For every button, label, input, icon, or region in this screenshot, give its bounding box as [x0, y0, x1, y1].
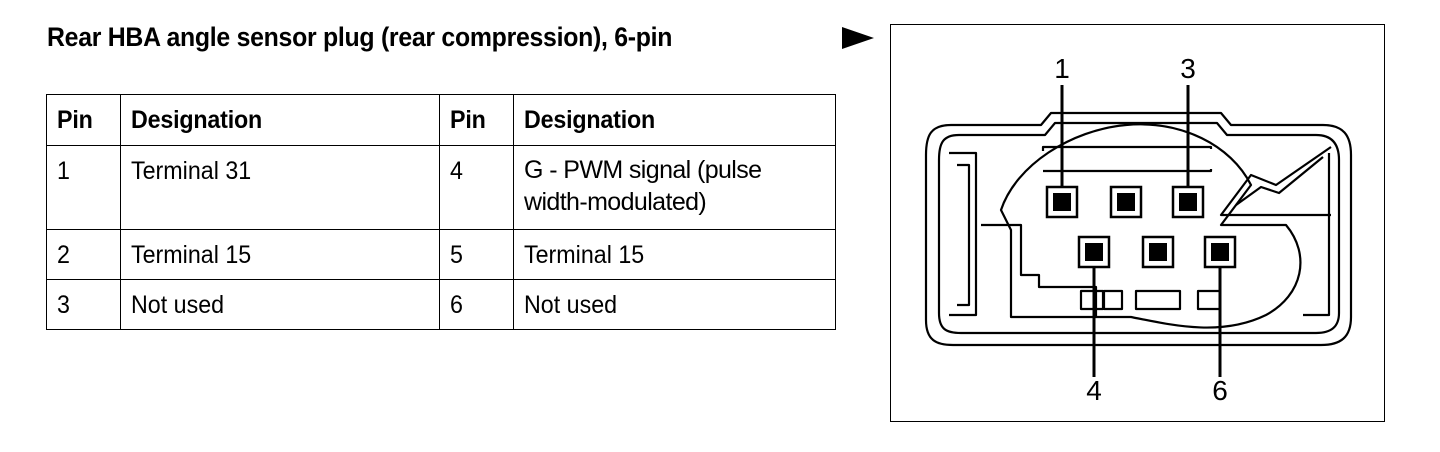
top-slot [1041, 145, 1213, 173]
housing-outline [924, 111, 1353, 347]
pin-5-contact [1141, 235, 1175, 269]
insert-body [999, 123, 1302, 329]
bottom-slot-right [1196, 289, 1222, 311]
header-pin-2: Pin [439, 94, 514, 146]
table-cell-designation: Not used [513, 279, 836, 330]
pin-3-contact [1171, 185, 1205, 219]
pin-label-6: 6 [1212, 375, 1228, 406]
table-cell-designation: G - PWM signal (pulse width-modulated) [513, 145, 836, 230]
table-cell-pin: 1 [46, 145, 121, 230]
page-title: Rear HBA angle sensor plug (rear compres… [47, 22, 673, 52]
table-cell-pin: 6 [439, 279, 514, 330]
pin-2-contact [1109, 185, 1143, 219]
right-latch [1219, 146, 1332, 217]
table-header-row: Pin Designation Pin Designation [46, 94, 836, 146]
table-cell-pin: 4 [439, 145, 514, 230]
pin-1-contact [1045, 185, 1079, 219]
table-cell-designation: Terminal 15 [120, 229, 440, 280]
left-latch [949, 151, 978, 317]
pin-label-3: 3 [1180, 53, 1196, 84]
right-latch-inner [1235, 156, 1324, 206]
pointer-arrow-icon [842, 27, 874, 49]
bottom-slot-mid [1134, 289, 1182, 311]
insert-key [981, 223, 1098, 317]
table-row: 2 Terminal 15 5 Terminal 15 [46, 229, 836, 280]
pin-6-contact [1203, 235, 1237, 269]
table-cell-pin: 5 [439, 229, 514, 280]
pin-4-contact [1077, 235, 1111, 269]
pin-contacts [1045, 185, 1237, 269]
connector-diagram: 1 3 4 6 [890, 24, 1385, 422]
table-row: 1 Terminal 31 4 G - PWM signal (pulse wi… [46, 145, 836, 230]
housing-inner-outline [937, 121, 1341, 335]
table-cell-designation: Terminal 31 [120, 145, 440, 230]
connector-drawing [924, 85, 1353, 377]
table-cell-pin: 2 [46, 229, 121, 280]
header-pin-1: Pin [46, 94, 121, 146]
table-cell-pin: 3 [46, 279, 121, 330]
header-designation-2: Designation [513, 94, 836, 146]
left-latch-inner [957, 163, 971, 307]
bottom-slot-far-left [1102, 289, 1124, 311]
bottom-slot-left [1079, 289, 1105, 311]
pin-label-1: 1 [1054, 53, 1070, 84]
table-cell-designation: Terminal 15 [513, 229, 836, 280]
pin-designation-table: Pin Designation Pin Designation 1 Termin… [46, 94, 836, 330]
leader-lines [1060, 85, 1222, 377]
table-row: 3 Not used 6 Not used [46, 279, 836, 330]
right-side-rail [1303, 153, 1331, 317]
pin-label-4: 4 [1086, 375, 1102, 406]
header-designation-1: Designation [120, 94, 440, 146]
table-cell-designation: Not used [120, 279, 440, 330]
